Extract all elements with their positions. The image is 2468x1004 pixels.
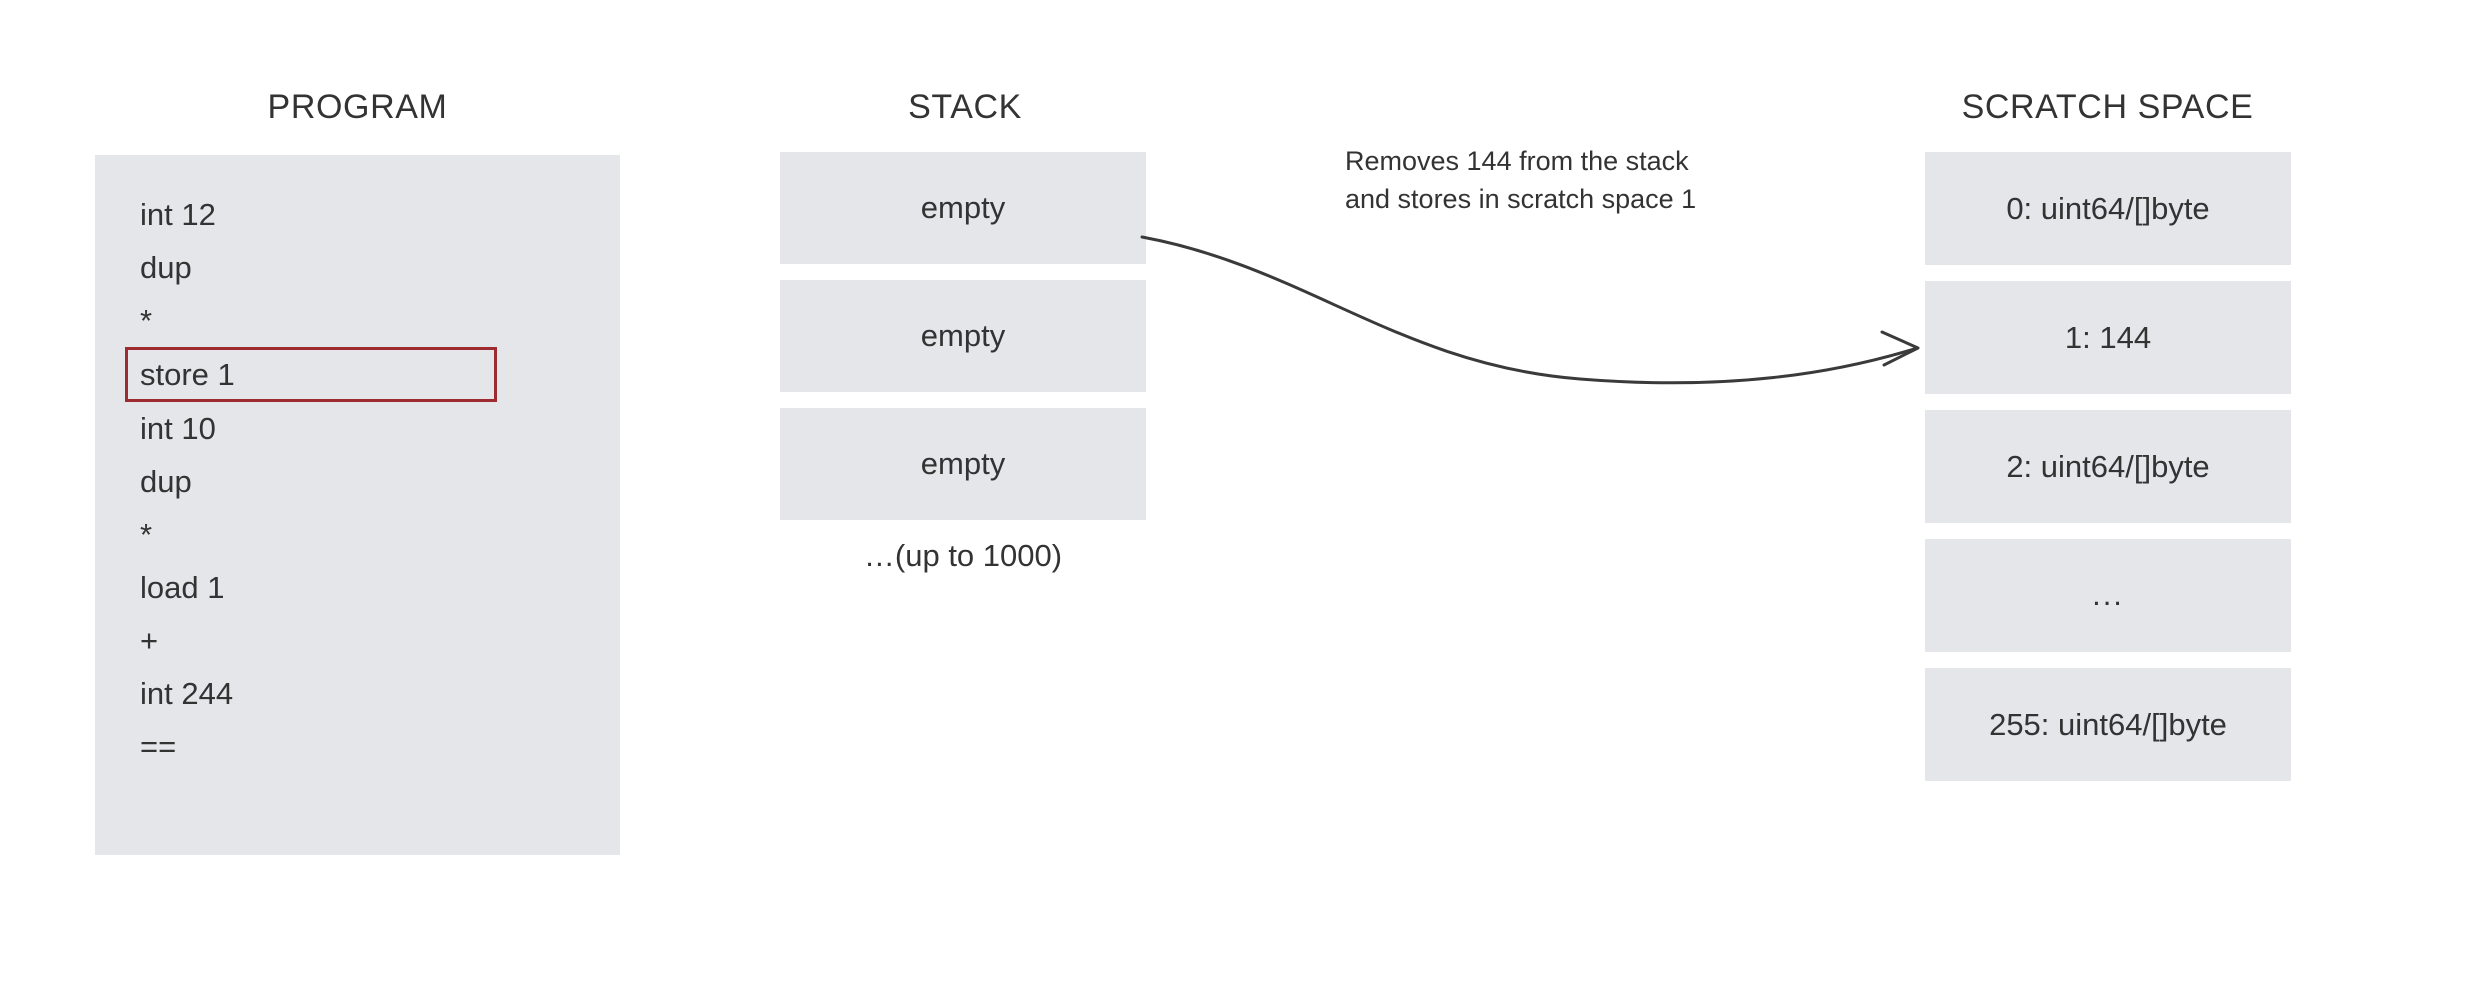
program-instruction[interactable]: dup xyxy=(140,250,192,285)
program-instruction[interactable]: int 12 xyxy=(140,197,216,232)
program-instruction[interactable]: + xyxy=(140,623,159,658)
stack-cell: empty xyxy=(780,152,1146,264)
scratch-cell: 0: uint64/[]byte xyxy=(1925,152,2291,265)
program-instruction-highlighted[interactable]: store 1 xyxy=(125,347,497,402)
program-instruction[interactable]: load 1 xyxy=(140,570,225,605)
annotation-line-2: and stores in scratch space 1 xyxy=(1345,184,1697,214)
scratch-cell: 2: uint64/[]byte xyxy=(1925,410,2291,523)
stack-capacity-caption: …(up to 1000) xyxy=(863,538,1063,573)
program-instruction[interactable]: int 244 xyxy=(140,676,234,711)
annotation-line-1: Removes 144 from the stack xyxy=(1345,146,1689,176)
program-instruction[interactable]: == xyxy=(140,729,177,764)
store-arrow xyxy=(1140,235,1920,385)
scratch-cell-ellipsis: ... xyxy=(1925,539,2291,652)
scratch-cell-active: 1: 144 xyxy=(1925,281,2291,394)
stack-column-title: STACK xyxy=(908,88,1022,126)
program-instruction-list: int 12 dup * store 1 int 10 dup * load 1… xyxy=(125,188,600,773)
stack-cell: empty xyxy=(780,408,1146,520)
scratch-cell: 255: uint64/[]byte xyxy=(1925,668,2291,781)
program-instruction[interactable]: * xyxy=(140,303,153,338)
program-column-title: PROGRAM xyxy=(267,88,448,126)
program-instruction[interactable]: int 10 xyxy=(140,411,216,446)
stack-cell: empty xyxy=(780,280,1146,392)
program-panel xyxy=(95,155,620,855)
scratch-column-title: SCRATCH SPACE xyxy=(1961,88,2254,126)
annotation-text: Removes 144 from the stack and stores in… xyxy=(1345,142,1805,218)
program-instruction[interactable]: dup xyxy=(140,464,192,499)
program-instruction[interactable]: * xyxy=(140,517,153,552)
